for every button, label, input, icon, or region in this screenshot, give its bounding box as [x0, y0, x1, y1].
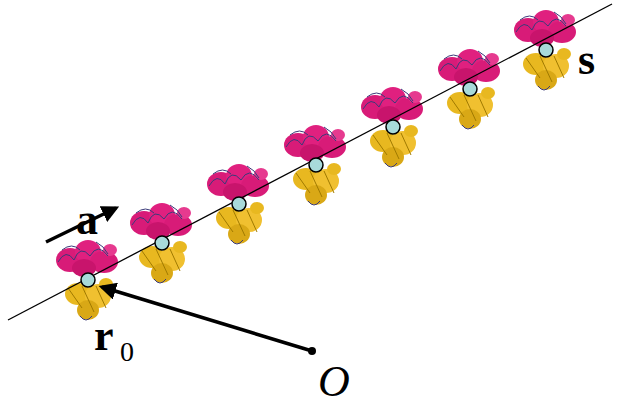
lattice-line: [8, 4, 612, 320]
vector-label: r: [94, 314, 114, 358]
lattice-points: [81, 43, 553, 287]
origin-dot: [308, 347, 316, 355]
vector-label: a: [76, 198, 98, 242]
axis-label: s: [578, 38, 595, 82]
origin-label: O: [318, 360, 350, 404]
subscript-label: 0: [120, 338, 134, 366]
